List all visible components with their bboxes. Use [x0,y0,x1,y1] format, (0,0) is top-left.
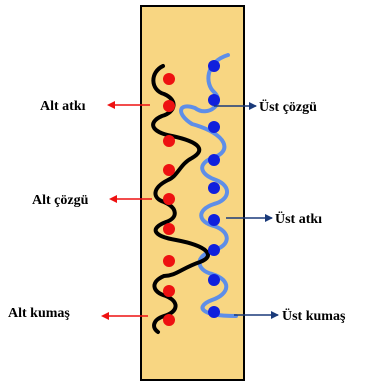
blue-dot [208,60,220,72]
label-alt-atki: Alt atkı [40,99,86,114]
red-dot [163,314,175,326]
label-ust-kumas: Üst kumaş [282,307,346,324]
red-dot [163,223,175,235]
blue-dot [208,94,220,106]
blue-dot [208,274,220,286]
blue-dot [208,214,220,226]
label-ust-atki: Üst atkı [275,210,322,227]
upper-fabric-dots [208,60,220,318]
blue-dot [208,121,220,133]
label-alt-cozgu: Alt çözgü [32,193,89,208]
blue-dot [208,154,220,166]
red-dot [163,193,175,205]
blue-dot [208,182,220,194]
red-dot [163,285,175,297]
red-dot [163,135,175,147]
red-dot [163,73,175,85]
blue-dot [208,244,220,256]
label-ust-cozgu: Üst çözgü [259,98,317,115]
red-dot [163,100,175,112]
red-dot [163,255,175,267]
blue-dot [208,306,220,318]
label-alt-kumas: Alt kumaş [8,306,70,321]
red-dot [163,164,175,176]
